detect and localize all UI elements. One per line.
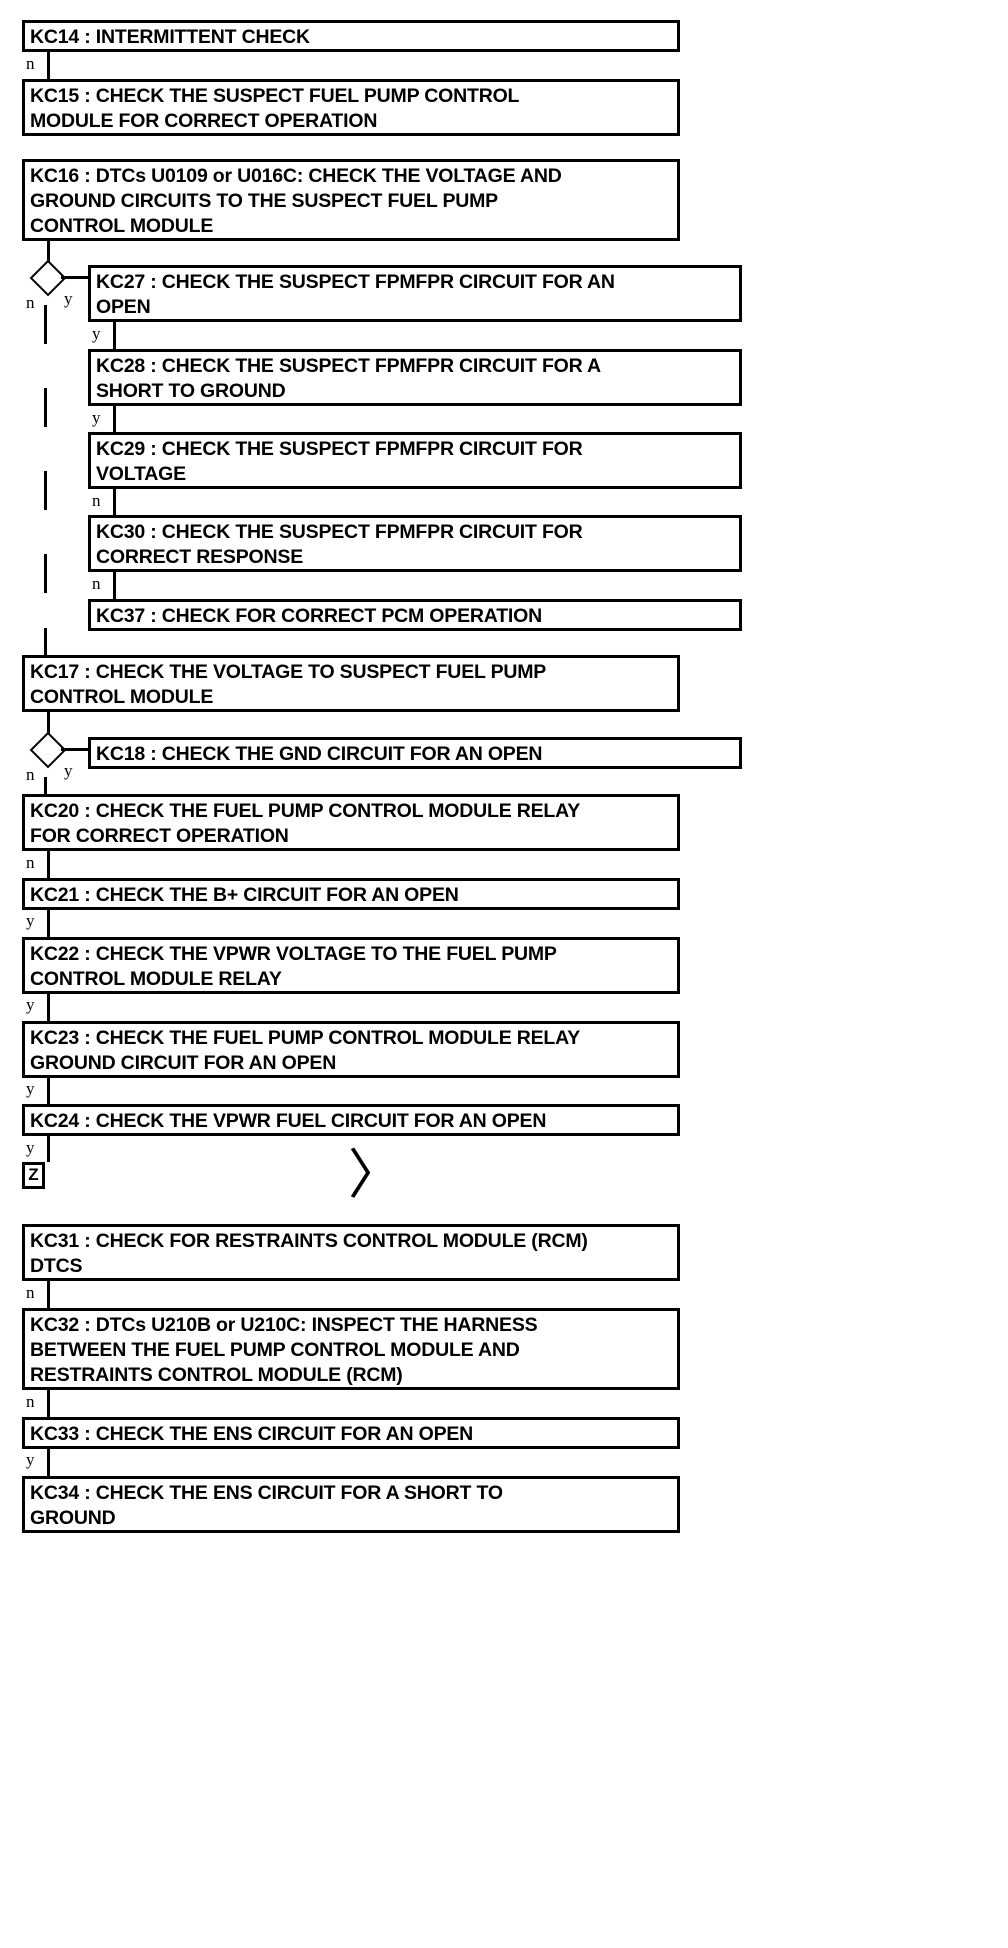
- step-box-kc24[interactable]: KC24 : CHECK THE VPWR FUEL CIRCUIT FOR A…: [22, 1104, 680, 1136]
- branch-label-kc30-kc37: n: [92, 574, 101, 593]
- connector-kc28-kc29: [113, 406, 116, 434]
- connector-kc20-kc21: [47, 851, 50, 879]
- connector-kc30-kc37: [113, 572, 116, 600]
- step-box-kc32[interactable]: KC32 : DTCs U210B or U210C: INSPECT THE …: [22, 1308, 680, 1390]
- branch-label-kc24-offpage: y: [26, 1138, 35, 1157]
- branch-label-kc29-kc30: n: [92, 491, 101, 510]
- connector-trunk-seg-2: [44, 388, 47, 427]
- connector-kc16-diamond1: [47, 241, 50, 275]
- step-box-kc20[interactable]: KC20 : CHECK THE FUEL PUMP CONTROL MODUL…: [22, 794, 680, 851]
- connector-kc27-kc28: [113, 322, 116, 350]
- branch-label-diamond2-yes: y: [64, 761, 73, 780]
- branch-label-kc33-kc34: y: [26, 1450, 35, 1469]
- connector-diamond2-no-kc20: [44, 777, 47, 799]
- step-box-kc30[interactable]: KC30 : CHECK THE SUSPECT FPMFPR CIRCUIT …: [88, 515, 742, 572]
- connector-kc22-kc23: [47, 994, 50, 1022]
- branch-label-kc14-kc15: n: [26, 54, 35, 73]
- branch-label-kc23-kc24: y: [26, 1079, 35, 1098]
- connector-kc17-diamond2: [47, 712, 50, 746]
- connector-diamond1-no-trunk: [44, 305, 47, 344]
- connector-trunk-seg-3: [44, 471, 47, 510]
- connector-kc14-kc15: [47, 52, 50, 80]
- step-box-kc34[interactable]: KC34 : CHECK THE ENS CIRCUIT FOR A SHORT…: [22, 1476, 680, 1533]
- branch-label-kc20-kc21: n: [26, 853, 35, 872]
- branch-label-kc32-kc33: n: [26, 1392, 35, 1411]
- step-box-kc29[interactable]: KC29 : CHECK THE SUSPECT FPMFPR CIRCUIT …: [88, 432, 742, 489]
- connector-kc24-offpage: [47, 1136, 50, 1162]
- step-box-kc18[interactable]: KC18 : CHECK THE GND CIRCUIT FOR AN OPEN: [88, 737, 742, 769]
- branch-label-kc28-kc29: y: [92, 408, 101, 427]
- step-box-kc37[interactable]: KC37 : CHECK FOR CORRECT PCM OPERATION: [88, 599, 742, 631]
- chevron-right-icon: 〉: [348, 1145, 402, 1205]
- branch-label-kc31-kc32: n: [26, 1283, 35, 1302]
- branch-label-diamond2-no: n: [26, 765, 35, 784]
- step-box-kc28[interactable]: KC28 : CHECK THE SUSPECT FPMFPR CIRCUIT …: [88, 349, 742, 406]
- connector-trunk-seg-4: [44, 554, 47, 593]
- step-box-kc23[interactable]: KC23 : CHECK THE FUEL PUMP CONTROL MODUL…: [22, 1021, 680, 1078]
- branch-label-kc21-kc22: y: [26, 911, 35, 930]
- step-box-kc31[interactable]: KC31 : CHECK FOR RESTRAINTS CONTROL MODU…: [22, 1224, 680, 1281]
- step-box-kc16[interactable]: KC16 : DTCs U0109 or U016C: CHECK THE VO…: [22, 159, 680, 241]
- branch-label-kc27-kc28: y: [92, 324, 101, 343]
- connector-diamond1-kc27: [61, 276, 92, 279]
- connector-kc31-kc32: [47, 1281, 50, 1309]
- offpage-connector-z[interactable]: Z: [22, 1162, 45, 1189]
- branch-label-kc22-kc23: y: [26, 995, 35, 1014]
- branch-label-diamond1-no: n: [26, 293, 35, 312]
- connector-kc32-kc33: [47, 1390, 50, 1418]
- branch-label-diamond1-yes: y: [64, 289, 73, 308]
- step-box-kc33[interactable]: KC33 : CHECK THE ENS CIRCUIT FOR AN OPEN: [22, 1417, 680, 1449]
- step-box-kc17[interactable]: KC17 : CHECK THE VOLTAGE TO SUSPECT FUEL…: [22, 655, 680, 712]
- connector-kc33-kc34: [47, 1449, 50, 1477]
- step-box-kc27[interactable]: KC27 : CHECK THE SUSPECT FPMFPR CIRCUIT …: [88, 265, 742, 322]
- step-box-kc14[interactable]: KC14 : INTERMITTENT CHECK: [22, 20, 680, 52]
- connector-kc23-kc24: [47, 1078, 50, 1106]
- connector-kc21-kc22: [47, 910, 50, 938]
- step-box-kc21[interactable]: KC21 : CHECK THE B+ CIRCUIT FOR AN OPEN: [22, 878, 680, 910]
- connector-trunk-seg-5: [44, 628, 47, 672]
- connector-diamond2-kc18: [61, 748, 92, 751]
- connector-kc29-kc30: [113, 489, 116, 517]
- step-box-kc22[interactable]: KC22 : CHECK THE VPWR VOLTAGE TO THE FUE…: [22, 937, 680, 994]
- step-box-kc15[interactable]: KC15 : CHECK THE SUSPECT FUEL PUMP CONTR…: [22, 79, 680, 136]
